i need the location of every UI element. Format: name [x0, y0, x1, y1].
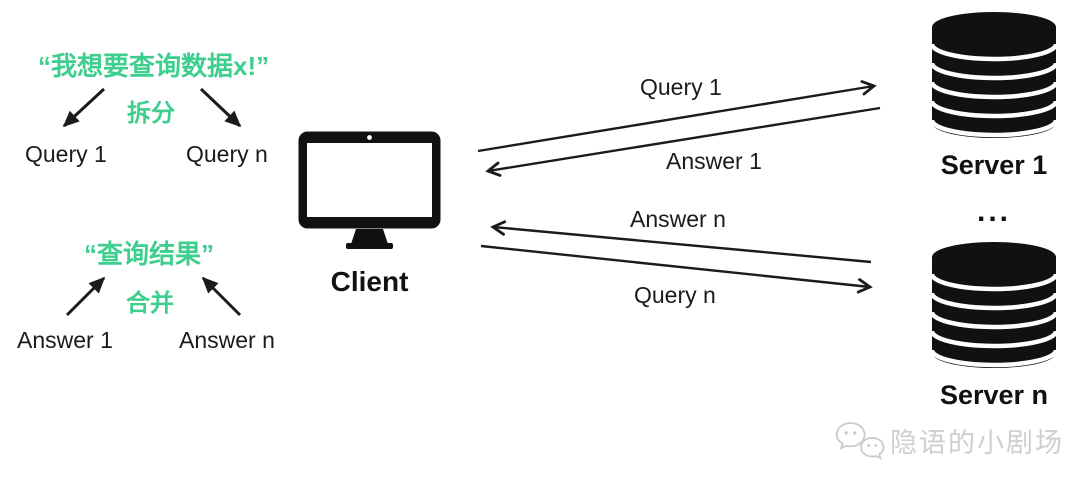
wechat-icon — [835, 422, 885, 460]
server-n-label: Server n — [939, 380, 1049, 410]
channel-answer-n-label: Answer n — [630, 206, 726, 232]
server-1-label: Server 1 — [940, 150, 1048, 180]
servers-ellipsis: ... — [976, 195, 1011, 228]
answer-n-text: Answer n — [179, 327, 275, 353]
watermark-text: 隐语的小剧场 — [890, 428, 1064, 458]
client-label: Client — [330, 266, 409, 297]
channel-query-1-label: Query 1 — [640, 74, 722, 100]
split-arrow-right — [199, 87, 242, 128]
user-request-text: “我想要查询数据x!” — [38, 51, 270, 81]
server-1-database-icon — [929, 12, 1059, 138]
desktop-monitor-icon — [298, 131, 441, 249]
channel-query-n-label: Query n — [634, 282, 716, 308]
server-n-database-icon — [929, 242, 1059, 368]
query-n-arrow — [480, 244, 870, 287]
query-result-text: “查询结果” — [84, 239, 215, 269]
split-label: 拆分 — [127, 100, 175, 127]
query-1-text: Query 1 — [25, 141, 107, 167]
merge-arrow-right — [201, 276, 242, 317]
merge-arrow-left — [65, 276, 106, 317]
answer-1-text: Answer 1 — [17, 327, 113, 353]
query-n-text: Query n — [186, 141, 268, 167]
split-arrow-left — [62, 87, 106, 128]
merge-label: 合并 — [126, 290, 174, 317]
channel-answer-1-label: Answer 1 — [666, 148, 762, 174]
